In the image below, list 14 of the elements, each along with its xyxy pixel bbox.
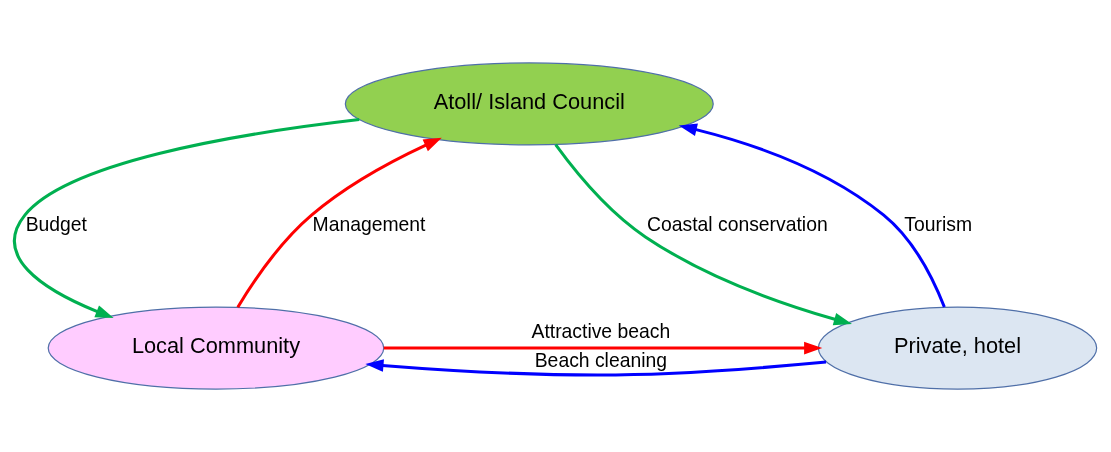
arrow bbox=[554, 143, 852, 326]
arrow bbox=[365, 359, 827, 377]
node-ellipse: Atoll/ Island Council bbox=[344, 62, 714, 146]
node-ellipse: Private, hotel bbox=[817, 306, 1098, 390]
edge-label: Attractive beach bbox=[531, 320, 671, 343]
arrow bbox=[678, 123, 946, 308]
arrow bbox=[236, 137, 442, 309]
edge-label: Management bbox=[312, 212, 426, 235]
edge-label: Coastal conservation bbox=[647, 212, 828, 235]
arrow bbox=[13, 118, 360, 318]
arrow bbox=[383, 341, 823, 355]
edge-label: Budget bbox=[25, 212, 87, 235]
edge-label: Beach cleaning bbox=[534, 349, 667, 372]
edge-label: Tourism bbox=[904, 212, 973, 235]
